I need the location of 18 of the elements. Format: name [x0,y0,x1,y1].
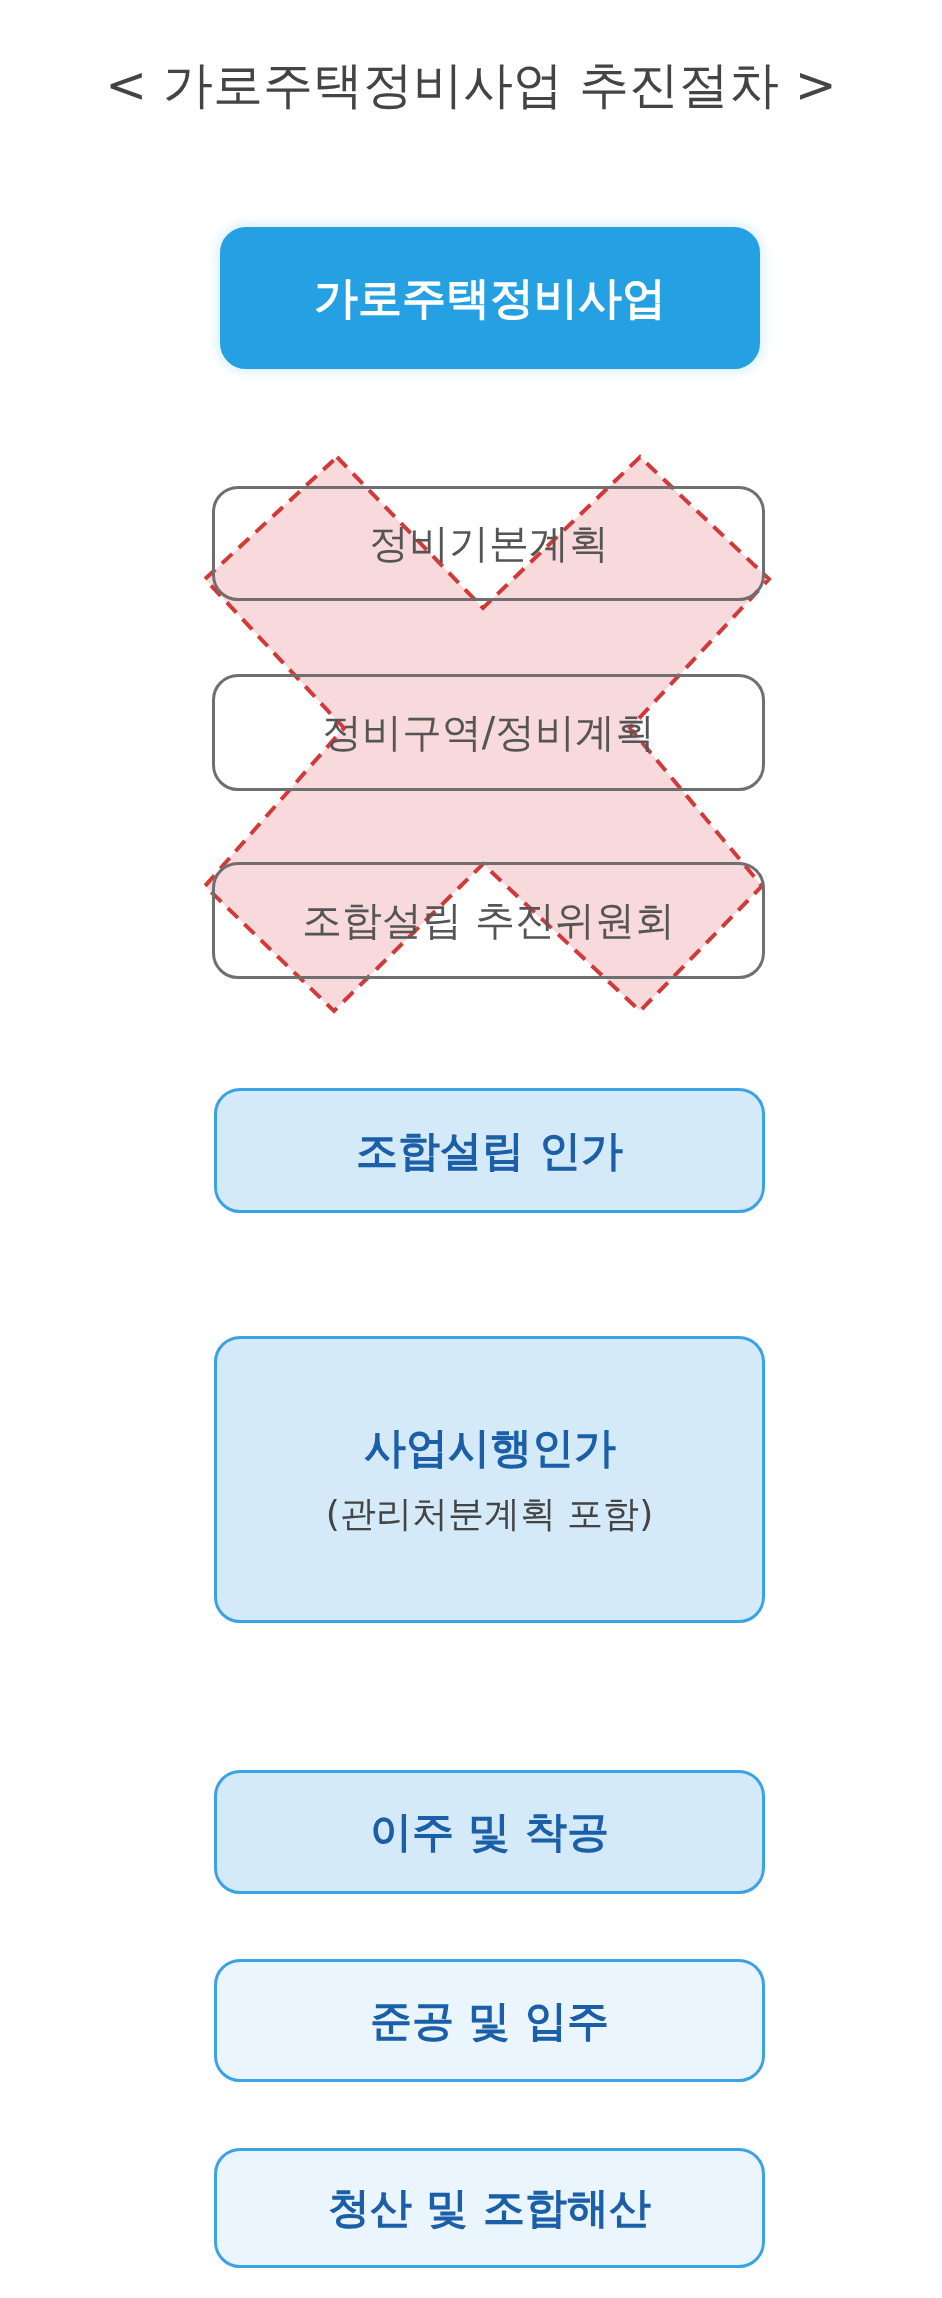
step-box [220,227,760,369]
diagram-title: < 가로주택정비사업 추진절차 > [104,55,838,116]
step-label: 청산 및 조합해산 [327,2182,652,2234]
step-box [214,1770,765,1894]
step-label: 이주 및 착공 [369,1806,610,1858]
step-label: 조합설립 인가 [356,1124,623,1177]
step-label: 정비기본계획 [368,519,609,568]
step-box [214,1336,765,1623]
step-label: 사업시행인가 [363,1422,616,1474]
step-note: (관리처분계획 포함) [325,1492,654,1536]
step-box [212,486,765,601]
step-label: 가로주택정비사업 [314,270,666,325]
step-box [212,862,765,979]
step-box [214,2148,765,2268]
step-label: 조합설립 추진위원회 [302,896,675,945]
step-label: 준공 및 입주 [369,1994,610,2047]
step-box [214,1088,765,1213]
step-box [214,1959,765,2082]
